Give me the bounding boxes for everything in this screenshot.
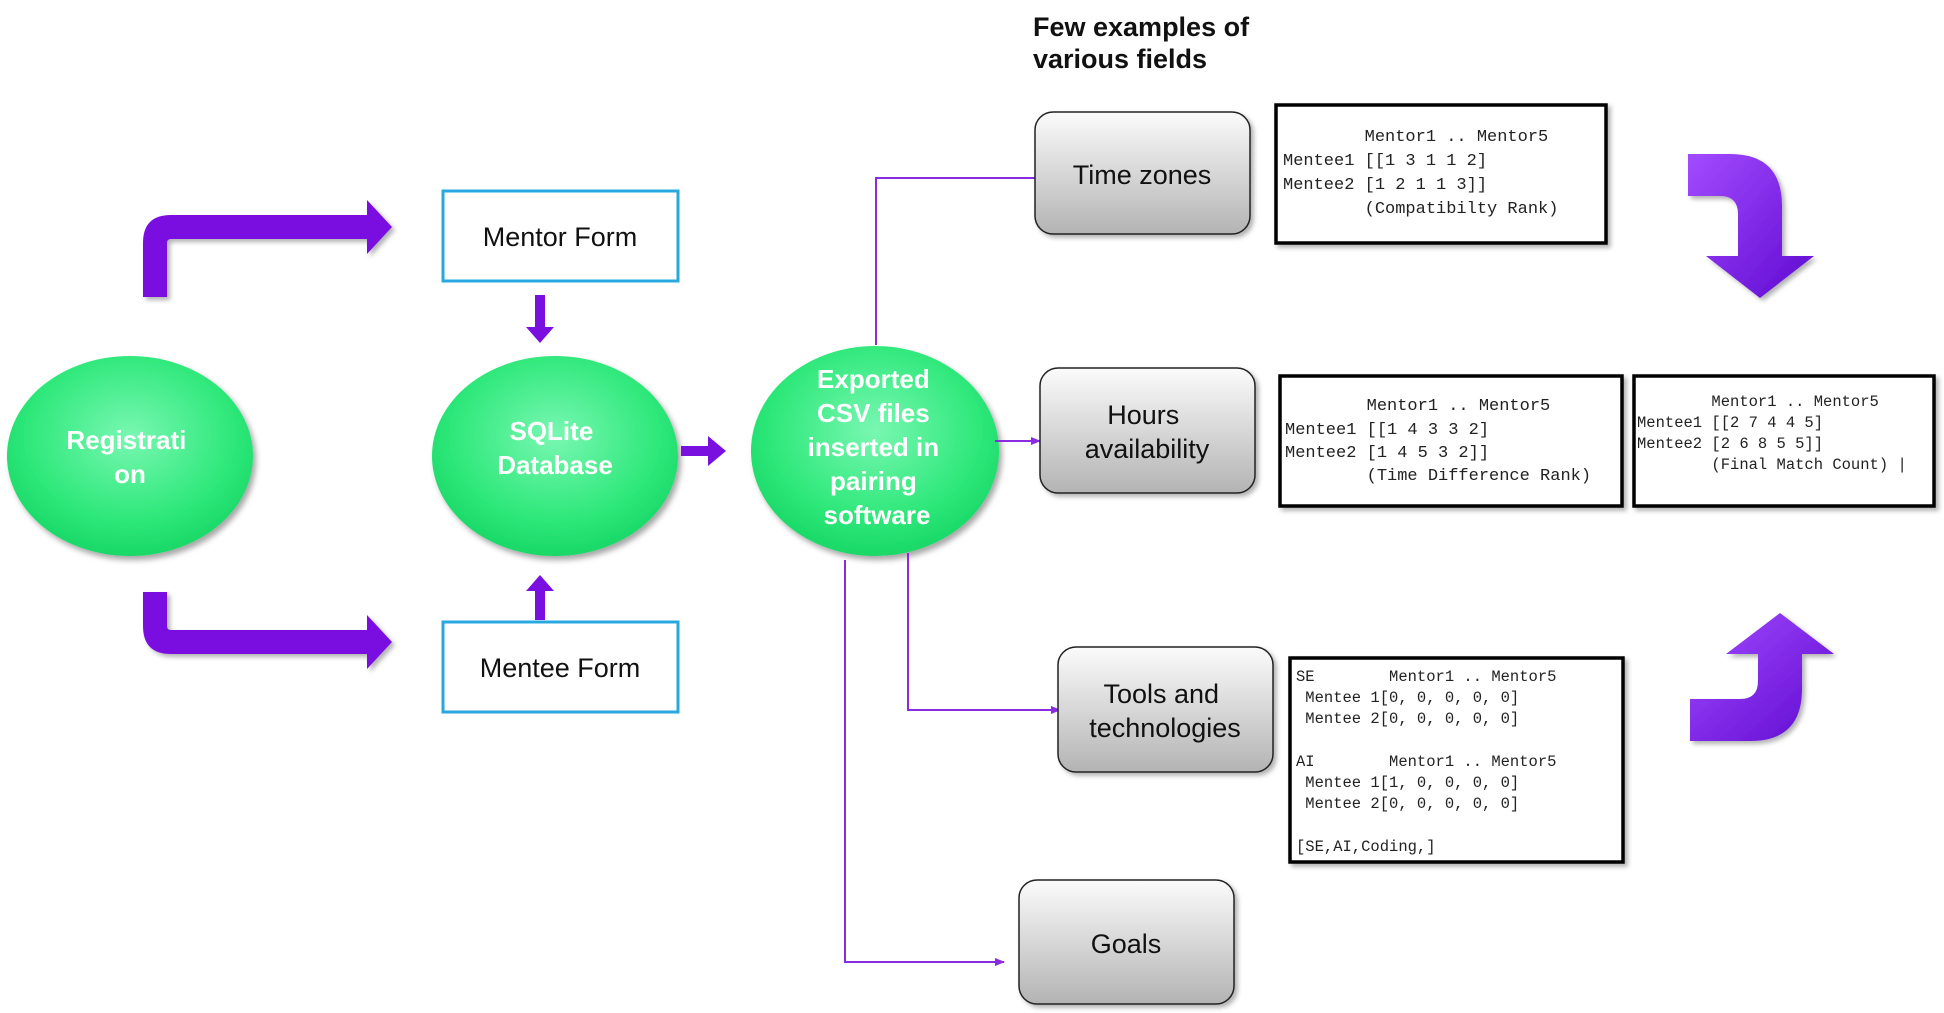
- connector-goals: [844, 560, 1005, 966]
- registration-label: Registrati on: [66, 425, 193, 489]
- turn-up-arrow: [1690, 613, 1834, 741]
- mentor-form-label: Mentor Form: [483, 222, 638, 252]
- mentee-form-box: [441, 620, 680, 714]
- hours-availability-label: Hours availability: [1085, 400, 1210, 464]
- turn-down-arrow: [1688, 154, 1814, 298]
- examples-heading: Few examples of various fields: [1033, 12, 1257, 74]
- time-zones-label: Time zones: [1073, 160, 1212, 190]
- exported-csv-node: [751, 346, 999, 556]
- goals-box: [1018, 879, 1235, 1005]
- tools-technologies-box: [1057, 646, 1274, 773]
- tools-matrix-panel: [1288, 656, 1625, 864]
- mentee-to-db-arrow: [526, 575, 554, 620]
- connector-time-zones: [875, 174, 1051, 345]
- connector-tools: [907, 553, 1061, 714]
- goals-label: Goals: [1091, 929, 1162, 959]
- tools-matrix-text: SE Mentor1 .. Mentor5 Mentee 1[0, 0, 0, …: [1296, 668, 1556, 856]
- time-zones-matrix-text: Mentor1 .. Mentor5 Mentee1 [[1 3 1 1 2] …: [0, 0, 1599, 219]
- final-match-text: Mentor1 .. Mentor5 Mentee1 [[2 7 4 4 5] …: [0, 0, 1935, 474]
- hours-availability-box: [1039, 367, 1256, 494]
- db-to-export-arrow: [681, 436, 726, 466]
- hours-matrix-panel: [1278, 374, 1624, 508]
- hours-matrix-text: Mentor1 .. Mentor5 Mentee1 [[1 4 3 3 2] …: [0, 0, 1622, 486]
- sqlite-database-node: [432, 356, 678, 556]
- up-right-arrow: [143, 200, 392, 297]
- registration-node: [7, 356, 253, 556]
- sqlite-database-label: SQLite Database: [497, 416, 613, 480]
- time-zones-matrix-panel: [1274, 103, 1608, 245]
- mentor-to-db-arrow: [526, 295, 554, 343]
- mentor-form-box: [441, 189, 680, 283]
- exported-csv-label: Exported CSV files inserted in pairing s…: [808, 364, 947, 530]
- final-match-panel: [1632, 374, 1936, 508]
- time-zones-box: [1034, 111, 1251, 235]
- tools-technologies-label: Tools and technologies: [1089, 679, 1241, 743]
- mentee-form-label: Mentee Form: [480, 653, 641, 683]
- down-right-arrow: [143, 592, 392, 669]
